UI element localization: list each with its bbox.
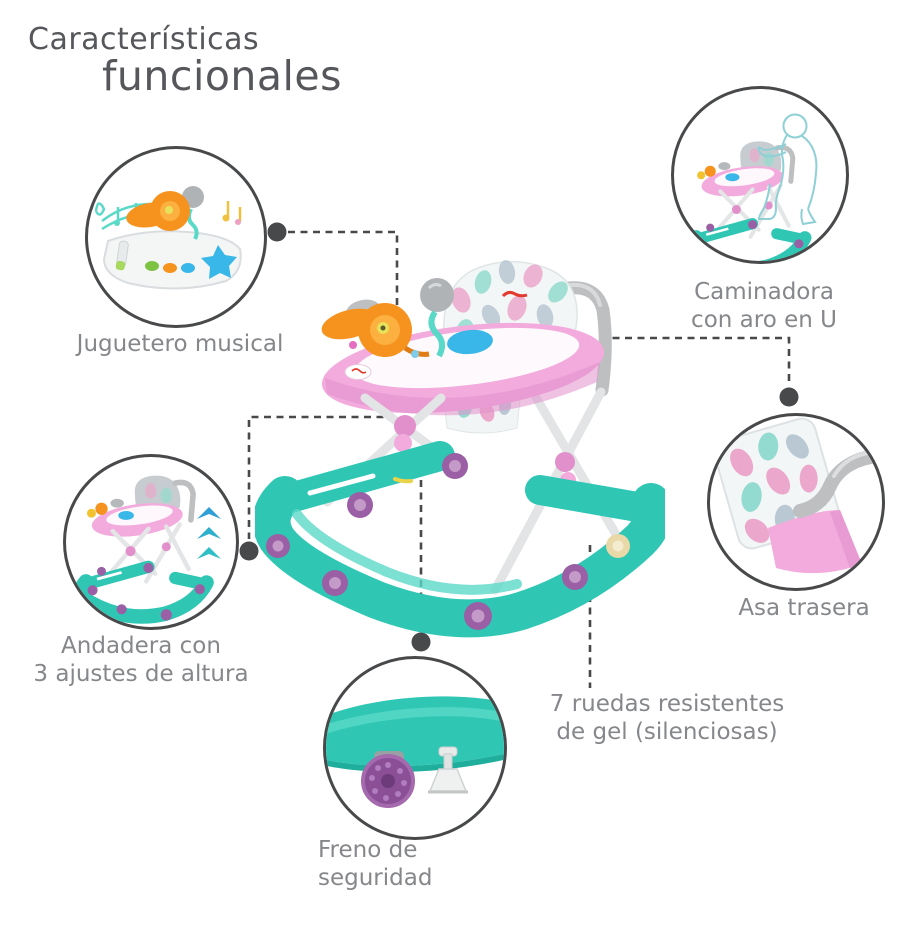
- wheel-brake-illustration: [326, 696, 504, 808]
- baby-walker-product-photo: [255, 260, 665, 638]
- toy-buttons: [145, 261, 195, 273]
- connector-dot-juguetero: [267, 222, 287, 242]
- label-juguetero: Juguetero musical: [76, 331, 284, 357]
- walker-wheels: [266, 453, 630, 630]
- page-title-line2: funcionales: [102, 52, 343, 100]
- height-adjust-arrows: [197, 507, 221, 559]
- connector-dot-asa: [779, 387, 799, 407]
- wheel: [347, 492, 373, 518]
- wheel: [606, 534, 630, 558]
- connector-dot-freno: [411, 632, 431, 652]
- label-asa: Asa trasera: [738, 595, 870, 621]
- musical-toy-tray-illustration: [94, 186, 242, 290]
- toy-stick: [115, 240, 129, 271]
- callout-circle-freno: [323, 656, 507, 840]
- wheel: [322, 570, 348, 596]
- brand-script-mark: [501, 290, 528, 298]
- callout-circle-caminadora: [671, 86, 849, 264]
- label-caminadora: Caminadora con aro en U: [691, 279, 837, 333]
- label-freno: Freno de seguridad: [318, 837, 433, 891]
- brake-stopper: [428, 746, 468, 794]
- child-pushing-walker-illustration: [674, 113, 818, 261]
- label-andadera: Andadera con 3 ajustes de altura: [33, 633, 249, 687]
- connector-andadera: [247, 415, 396, 539]
- page-title-line1: Características: [28, 22, 260, 57]
- child-outline: [757, 113, 818, 226]
- music-notes-right: [222, 201, 242, 225]
- tray-brand-sticker: [344, 364, 372, 380]
- toy-steering-wheel: [126, 191, 190, 231]
- connector-asa-trasera: [600, 336, 791, 385]
- connector-dot-andadera: [239, 541, 259, 561]
- wheel: [442, 453, 468, 479]
- wheel: [562, 564, 588, 590]
- toy-star: [201, 245, 237, 279]
- walker-height-adjust-illustration: [66, 457, 221, 627]
- label-ruedas: 7 ruedas resistentes de gel (silenciosas…: [549, 691, 785, 745]
- brake-wheel: [361, 751, 415, 808]
- wheel: [464, 602, 492, 630]
- walker-tray: [321, 322, 605, 416]
- callout-circle-asa: [707, 413, 885, 591]
- rear-handle-tube: [793, 449, 882, 518]
- callout-circle-juguetero: [85, 146, 267, 328]
- connector-juguetero: [288, 230, 399, 318]
- walker-tray-toys: [321, 278, 493, 358]
- wheel: [266, 534, 290, 558]
- callout-circle-andadera: [63, 454, 239, 630]
- seat-back-handle-illustration: [713, 417, 882, 574]
- base-brand-mark: [393, 477, 413, 484]
